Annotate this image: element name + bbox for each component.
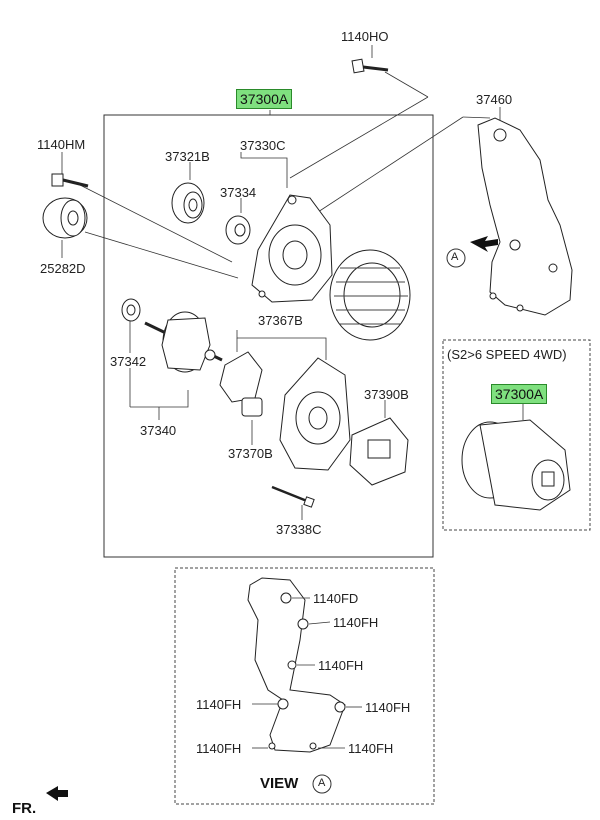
stator-drawing <box>329 249 411 341</box>
label-view-bolt-1: 1140FD <box>313 591 359 606</box>
rotor-drawing <box>144 311 223 373</box>
bolt-1140HM-drawing <box>51 173 89 188</box>
label-37321B: 37321B <box>165 149 210 164</box>
label-1140HO: 1140HO <box>341 29 389 44</box>
label-37460: 37460 <box>476 92 513 107</box>
bearing-37321B-drawing <box>171 182 205 224</box>
label-37338C: 37338C <box>276 522 322 537</box>
label-37300A-main[interactable]: 37300A <box>236 89 293 109</box>
label-37330C: 37330C <box>240 138 286 153</box>
view-a-title-marker: A <box>318 777 326 789</box>
front-label: FR. <box>12 800 37 817</box>
variant-alternator-drawing <box>461 419 571 511</box>
label-view-bolt-2: 1140FH <box>333 615 379 630</box>
label-37367B: 37367B <box>258 313 303 328</box>
view-a-frame <box>174 567 435 805</box>
view-a-title-text: VIEW <box>260 775 299 792</box>
label-view-bolt-7: 1140FH <box>348 741 394 756</box>
through-bolt-drawing <box>271 485 315 508</box>
bolt-1140HO-drawing <box>351 58 389 74</box>
view-a-title: VIEW <box>260 775 298 792</box>
rotor-bearing-drawing <box>121 298 141 322</box>
label-25282D: 25282D <box>40 261 86 276</box>
label-view-bolt-3: 1140FH <box>318 658 364 673</box>
rear-housing-drawing <box>279 357 351 471</box>
label-37340: 37340 <box>140 423 177 438</box>
front-arrow-icon <box>46 786 68 801</box>
view-a-arrow <box>470 236 498 252</box>
pulley-drawing <box>42 197 88 239</box>
front-housing-drawing <box>251 194 333 303</box>
bearing-37334-drawing <box>225 215 251 245</box>
label-view-bolt-6: 1140FH <box>196 741 242 756</box>
label-37300A-variant[interactable]: 37300A <box>491 384 548 404</box>
label-view-bolt-5: 1140FH <box>365 700 411 715</box>
label-37370B: 37370B <box>228 446 273 461</box>
label-37342: 37342 <box>110 354 147 369</box>
view-a-marker-circle <box>446 248 466 268</box>
label-37390B: 37390B <box>364 387 409 402</box>
bracket-drawing <box>477 117 573 316</box>
view-a-marker-circle-small <box>312 774 332 794</box>
brush-holder-drawing <box>219 351 263 417</box>
label-view-bolt-4: 1140FH <box>196 697 242 712</box>
label-1140HM: 1140HM <box>37 137 86 152</box>
variant-frame <box>442 339 591 531</box>
view-a-marker-label: A <box>451 251 459 263</box>
rear-cover-drawing <box>349 417 409 486</box>
view-a-bracket-drawing <box>247 577 346 753</box>
variant-label: (S2>6 SPEED 4WD) <box>447 347 567 362</box>
label-37334: 37334 <box>220 185 257 200</box>
main-frame <box>103 114 434 558</box>
